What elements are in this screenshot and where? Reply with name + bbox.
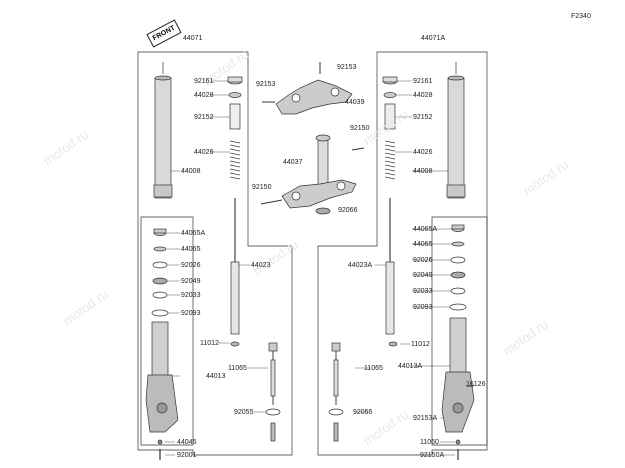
steering-stem-parts xyxy=(260,62,365,215)
label-92093-right: 92093 xyxy=(413,304,433,311)
label-92055-right: 92055 xyxy=(353,409,373,416)
right-assembly-outline xyxy=(317,51,488,456)
label-44065A-right: 44065A xyxy=(413,226,438,233)
label-44013: 44013 xyxy=(206,373,226,380)
label-44065-right: 44065 xyxy=(413,241,433,248)
label-11012-right: 11012 xyxy=(411,341,430,348)
label-44065A: 44065A xyxy=(181,230,206,237)
right-fork-parts xyxy=(328,62,475,460)
label-92001: 92001 xyxy=(177,452,197,459)
label-44045: 44045 xyxy=(177,439,197,446)
label-92049: 92049 xyxy=(181,278,201,285)
label-92152: 92152 xyxy=(194,114,214,121)
label-92033: 92033 xyxy=(181,292,201,299)
label-92153-top: 92153 xyxy=(337,64,357,71)
diagram-code: F2340 xyxy=(571,13,591,20)
label-44008-right: 44008 xyxy=(413,168,433,175)
label-44026: 44026 xyxy=(194,149,214,156)
label-92150A: 92150A xyxy=(420,452,445,459)
label-44023A: 44023A xyxy=(348,262,373,269)
label-92161-right: 92161 xyxy=(413,78,433,85)
label-92161: 92161 xyxy=(194,78,214,85)
label-92153A: 92153A xyxy=(413,415,438,422)
label-92093: 92093 xyxy=(181,310,201,317)
label-92033-right: 92033 xyxy=(413,288,433,295)
label-11012: 11012 xyxy=(200,340,219,347)
label-92026-right: 92026 xyxy=(413,257,433,264)
label-16126: 16126 xyxy=(466,381,486,388)
label-92055: 92055 xyxy=(234,409,254,416)
label-44039: 44039 xyxy=(345,99,365,106)
label-92152-right: 92152 xyxy=(413,114,433,121)
label-92153-mid: 92153 xyxy=(256,81,276,88)
label-92049-right: 92049 xyxy=(413,272,433,279)
label-44026-right: 44026 xyxy=(413,149,433,156)
left-fork-parts xyxy=(145,62,281,460)
label-11065-right: 11065 xyxy=(364,365,383,372)
right-damper-outline xyxy=(431,216,488,446)
label-11060: 11060 xyxy=(420,439,439,446)
left-damper-outline xyxy=(140,216,194,446)
label-44071A: 44071A xyxy=(421,35,446,42)
label-44013A: 44013A xyxy=(398,363,423,370)
label-92150-bottom: 92150 xyxy=(252,184,272,191)
label-92026: 92026 xyxy=(181,262,201,269)
label-44071: 44071 xyxy=(183,35,203,42)
label-44028-right: 44028 xyxy=(413,92,433,99)
label-11065: 11065 xyxy=(228,365,247,372)
label-92150-top: 92150 xyxy=(350,125,370,132)
label-44008: 44008 xyxy=(181,168,201,175)
label-92066: 92066 xyxy=(338,207,358,214)
left-assembly-outline xyxy=(137,51,293,456)
label-44023: 44023 xyxy=(251,262,271,269)
label-44028: 44028 xyxy=(194,92,214,99)
label-44037: 44037 xyxy=(283,159,303,166)
label-44065: 44065 xyxy=(181,246,201,253)
